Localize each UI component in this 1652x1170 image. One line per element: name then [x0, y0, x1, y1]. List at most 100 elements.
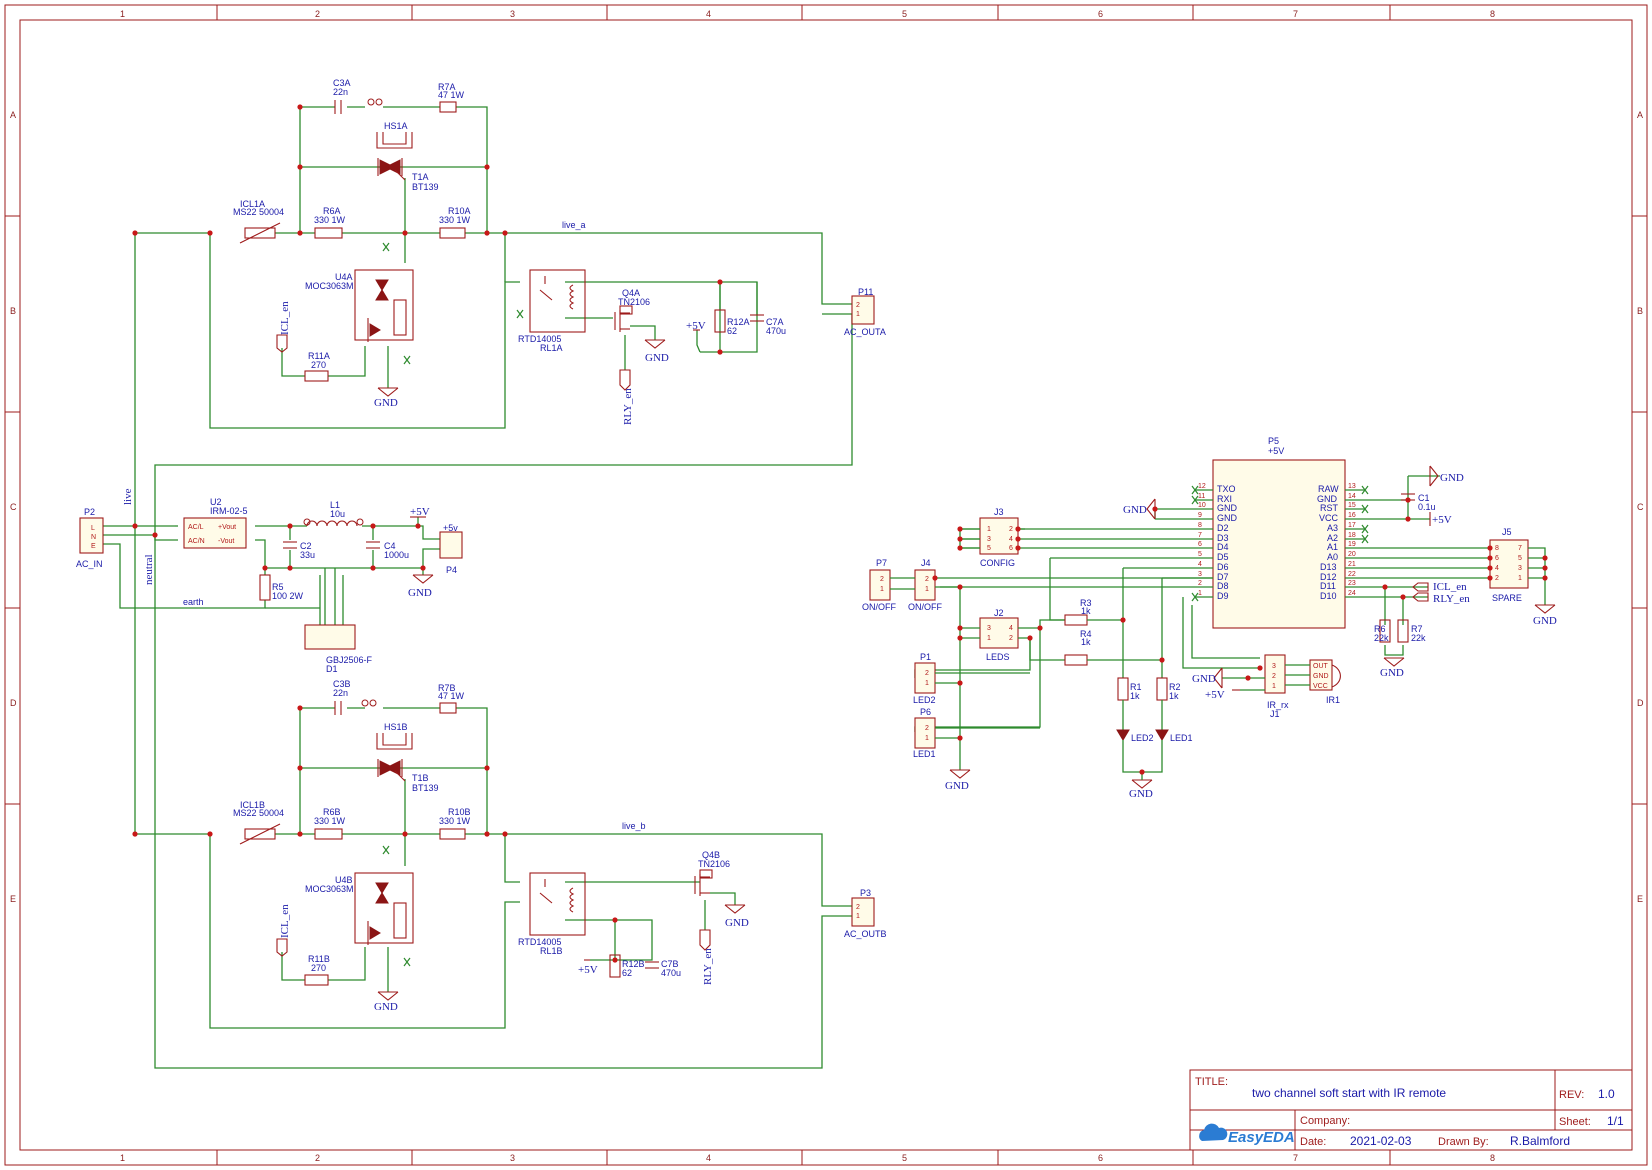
r4-value: 1k [1081, 637, 1091, 647]
title-label: TITLE: [1195, 1076, 1228, 1088]
gnd-label-led: GND [1129, 788, 1153, 800]
p5-pin-3: 3 [1198, 571, 1202, 578]
hs1b-heatsink [376, 733, 413, 750]
j5-pin-5: 5 [1518, 555, 1522, 562]
u4b-ref: U4B [335, 875, 353, 885]
p3-pin-2: 2 [856, 904, 860, 911]
icl-en-label-b: ICL_en [279, 904, 291, 938]
p1-ref: P1 [920, 652, 931, 662]
logo-text: EasyEDA [1228, 1129, 1295, 1146]
j3-header [979, 517, 1019, 555]
u2-pin-acl: AC/L [188, 524, 204, 531]
r3-value: 1k [1081, 606, 1091, 616]
gnd-symbol-r [1383, 657, 1405, 667]
j1-pin-2: 2 [1272, 673, 1276, 680]
gnd-symbol-ir [1213, 667, 1223, 689]
c4-capacitor [366, 541, 380, 549]
l1-value: 10u [330, 509, 345, 519]
u2-value: IRM-02-5 [210, 506, 248, 516]
icl1b-value: MS22 50004 [233, 808, 284, 818]
icl-en-label-ctrl: ICL_en [1433, 581, 1467, 593]
r6-ref: R6 [1374, 624, 1386, 634]
r12a-value: 62 [727, 326, 737, 336]
c1-ref: C1 [1418, 493, 1430, 503]
icl1a-value: MS22 50004 [233, 207, 284, 217]
rl1b-ref: RL1B [540, 946, 563, 956]
col-6: 6 [1098, 9, 1103, 19]
p5-pin-5: 5 [1198, 551, 1202, 558]
u2-pin-vout: +Vout [218, 524, 236, 531]
p6-ref: P6 [920, 707, 931, 717]
j5-pin-7: 7 [1518, 545, 1522, 552]
r7a-resistor [439, 101, 457, 113]
row-e: E [10, 894, 16, 904]
p4-connector [439, 531, 463, 559]
r11b-value: 270 [311, 963, 326, 973]
title-text: two channel soft start with IR remote [1252, 1086, 1446, 1100]
j3-pin-2: 2 [1009, 526, 1013, 533]
p2-ref: P2 [84, 507, 95, 517]
p3-pin-1: 1 [856, 913, 860, 920]
c2-ref: C2 [300, 541, 312, 551]
t1b-value: BT139 [412, 783, 439, 793]
icl-en-port-ctrl [1412, 582, 1429, 592]
r10a-value: 330 1W [439, 215, 471, 225]
p4-ref: P4 [446, 565, 457, 575]
r1-value: 1k [1130, 691, 1140, 701]
gnd-label-p5: GND [1123, 504, 1147, 516]
r12b-ref: R12B [622, 959, 645, 969]
p11-ref: P11 [858, 287, 873, 297]
p5-pin-a1: A1 [1327, 542, 1338, 552]
j4-value: ON/OFF [908, 602, 942, 612]
r10a-ref: R10A [448, 206, 471, 216]
j1-value: IR_rx [1267, 700, 1289, 710]
gnd-label-ir: GND [1192, 673, 1216, 685]
r3-ref: R3 [1080, 598, 1092, 608]
p5-pin-19: 19 [1348, 541, 1356, 548]
t1b-triac [377, 759, 406, 782]
p5-pin-gnd1: GND [1217, 503, 1238, 513]
p5-pin-d2: D2 [1217, 523, 1229, 533]
company-label: Company: [1300, 1115, 1350, 1127]
p5-pin-21: 21 [1348, 561, 1356, 568]
d1-ref: D1 [326, 664, 338, 674]
p11-value: AC_OUTA [844, 327, 886, 337]
gnd-label-c1: GND [1440, 472, 1464, 484]
r1-ref: R1 [1130, 682, 1142, 692]
c7a-ref: C7A [766, 317, 784, 327]
r4-ref: R4 [1080, 629, 1092, 639]
p5-value: +5V [1268, 446, 1284, 456]
drawn-by-label: Drawn By: [1438, 1136, 1489, 1148]
j5-pin-4: 4 [1495, 565, 1499, 572]
p6-value: LED1 [913, 749, 936, 759]
j4-pin-1: 1 [925, 586, 929, 593]
icl1b-thermistor [239, 823, 281, 845]
c1-value: 0.1u [1418, 502, 1436, 512]
p7-pin-1: 1 [880, 586, 884, 593]
c3a-value: 22n [333, 87, 348, 97]
led2-diode [1116, 729, 1130, 741]
j2-pin-3: 3 [987, 625, 991, 632]
channel-b: C3B 22n R7B 47 1W HS1B T1B BT139 ICL1B M… [132, 679, 887, 1029]
col-2-bottom: 2 [315, 1153, 320, 1163]
net-live-main: live [122, 488, 134, 505]
c3b-value: 22n [333, 688, 348, 698]
col-7: 7 [1293, 9, 1298, 19]
j5-pin-2: 2 [1495, 575, 1499, 582]
row-d: D [10, 698, 17, 708]
date-value: 2021-02-03 [1350, 1134, 1412, 1148]
j1-header [1264, 654, 1286, 694]
rly-en-label-b: RLY_en [702, 948, 714, 985]
gnd-label-spare: GND [1533, 615, 1557, 627]
controller: P5 +5V 12 TXO 11 RXI 10 GND 9 GND 8 D2 7… [382, 242, 1557, 967]
p5-pin-raw: RAW [1318, 484, 1339, 494]
p5-pin-d12: D12 [1320, 572, 1337, 582]
r10b-value: 330 1W [439, 816, 471, 826]
p7-value: ON/OFF [862, 602, 896, 612]
p5-pin-12: 12 [1198, 483, 1206, 490]
p6-pin-1: 1 [925, 735, 929, 742]
p11-pin-2: 2 [856, 302, 860, 309]
p5-pin-10: 10 [1198, 502, 1206, 509]
j4-connector [914, 569, 936, 601]
rly-en-port-a [619, 369, 631, 391]
